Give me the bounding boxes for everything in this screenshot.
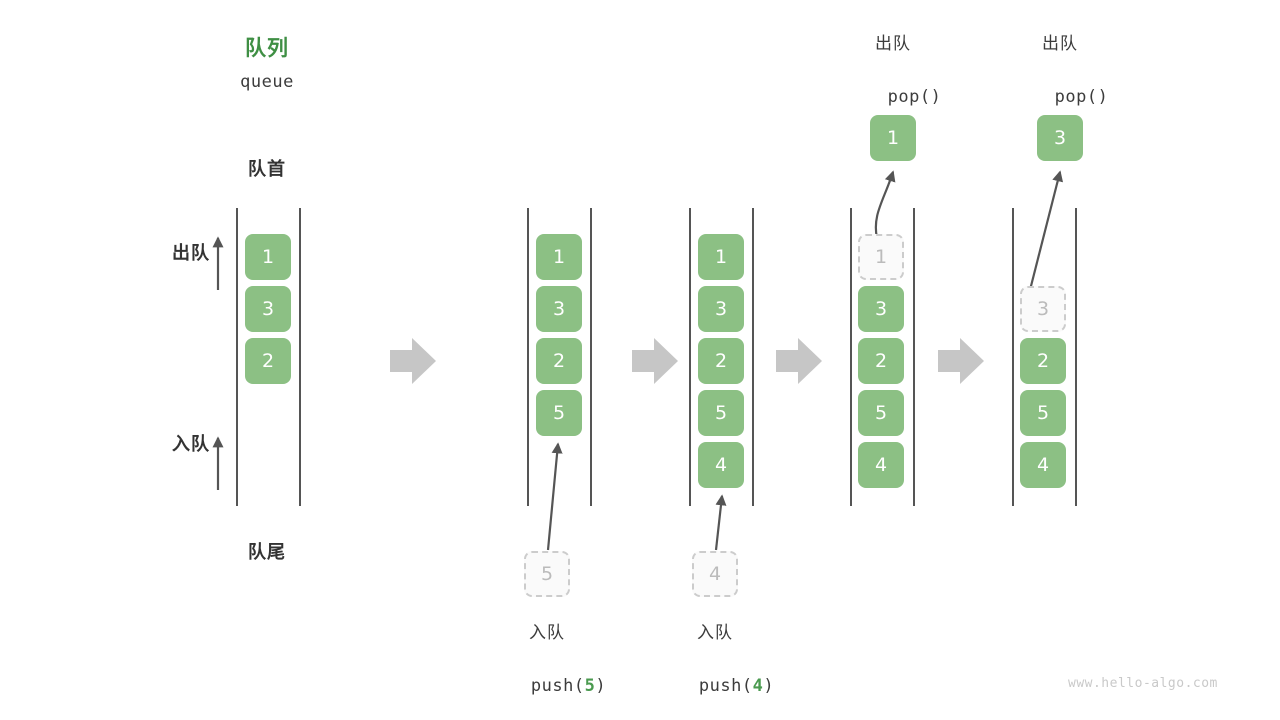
removed-cell: 1 [858, 234, 904, 280]
pop-operation-label: 出队 [875, 34, 911, 54]
pop-operation-label: 出队 [1042, 34, 1078, 54]
queue-cell: 1 [536, 234, 582, 280]
push-operation-code: push(5) [487, 655, 607, 717]
queue-cell: 2 [858, 338, 904, 384]
queue-rail-right-2 [590, 208, 592, 506]
pop-code-suffix: ) [930, 86, 942, 107]
push-code-prefix: push( [698, 675, 753, 696]
queue-rail-left-2 [527, 208, 529, 506]
page-title-cn: 队列 [245, 36, 289, 60]
push-arrow-4 [714, 494, 727, 551]
site-watermark: www.hello-algo.com [1068, 676, 1218, 691]
pop-arrow-3 [1028, 170, 1064, 291]
queue-tail-label: 队尾 [248, 542, 286, 563]
dequeue-direction-label: 出队 [172, 243, 210, 264]
queue-cell: 2 [536, 338, 582, 384]
popped-cell: 1 [870, 115, 916, 161]
push-code-arg: 4 [752, 675, 764, 696]
push-operation-code: push(4) [655, 655, 775, 717]
queue-cell: 1 [245, 234, 291, 280]
pop-arrow-1 [874, 170, 896, 239]
queue-cell: 1 [698, 234, 744, 280]
queue-cell: 5 [536, 390, 582, 436]
queue-rail-left-3 [689, 208, 691, 506]
push-code-suffix: ) [595, 675, 607, 696]
push-code-prefix: push( [530, 675, 585, 696]
pop-code-prefix: pop( [1054, 86, 1098, 107]
enqueue-direction-label: 入队 [172, 434, 210, 455]
queue-rail-right-1 [299, 208, 301, 506]
queue-rail-right-5 [1075, 208, 1077, 506]
queue-cell: 5 [1020, 390, 1066, 436]
queue-cell: 3 [536, 286, 582, 332]
queue-rail-left-1 [236, 208, 238, 506]
popped-cell: 3 [1037, 115, 1083, 161]
pop-code-prefix: pop( [887, 86, 931, 107]
queue-cell: 4 [698, 442, 744, 488]
pop-operation-code: pop() [1000, 66, 1120, 128]
queue-cell: 5 [698, 390, 744, 436]
queue-cell: 4 [858, 442, 904, 488]
push-code-suffix: ) [763, 675, 775, 696]
queue-cell: 3 [858, 286, 904, 332]
push-arrow-5 [546, 442, 563, 551]
push-operation-label: 入队 [697, 623, 733, 643]
page-title-en: queue [240, 72, 294, 92]
queue-cell: 2 [698, 338, 744, 384]
pending-push-cell: 5 [524, 551, 570, 597]
queue-cell: 3 [698, 286, 744, 332]
removed-cell: 3 [1020, 286, 1066, 332]
push-code-arg: 5 [584, 675, 596, 696]
push-operation-label: 入队 [529, 623, 565, 643]
queue-rail-right-4 [913, 208, 915, 506]
pop-operation-code: pop() [833, 66, 953, 128]
pending-push-cell: 4 [692, 551, 738, 597]
queue-rail-left-5 [1012, 208, 1014, 506]
queue-cell: 2 [245, 338, 291, 384]
queue-cell: 5 [858, 390, 904, 436]
queue-head-label: 队首 [248, 159, 286, 180]
queue-cell: 4 [1020, 442, 1066, 488]
queue-cell: 2 [1020, 338, 1066, 384]
queue-cell: 3 [245, 286, 291, 332]
queue-rail-right-3 [752, 208, 754, 506]
pop-code-suffix: ) [1097, 86, 1109, 107]
queue-rail-left-4 [850, 208, 852, 506]
